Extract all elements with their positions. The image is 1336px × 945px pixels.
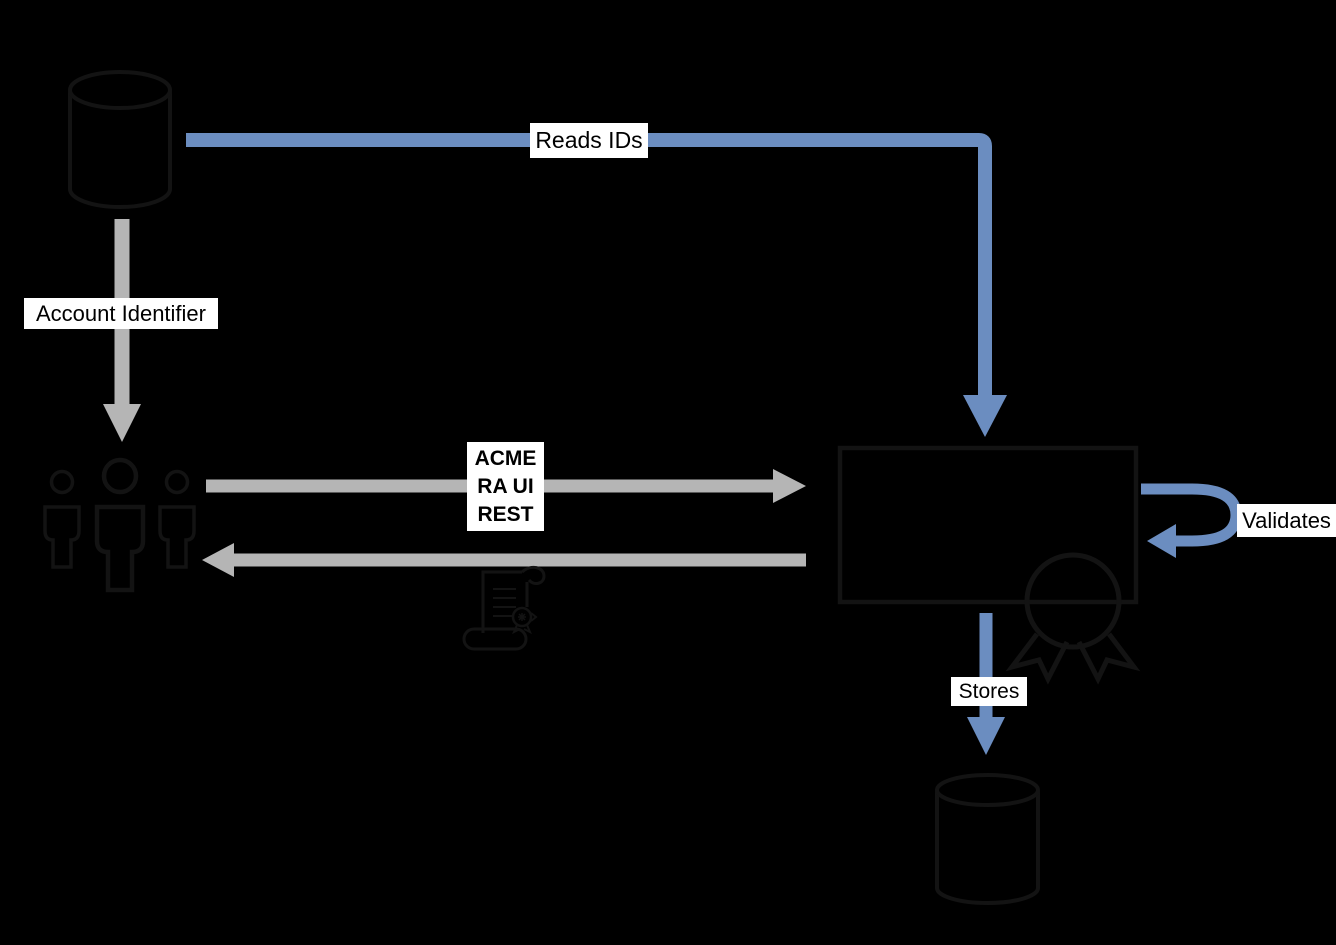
users-group-icon [43, 457, 196, 593]
result-database-cylinder-icon [935, 773, 1040, 905]
certificate-scroll-icon [462, 565, 546, 651]
request-protocol-line1: ACME [474, 446, 537, 470]
award-ribbon-icon [1005, 552, 1141, 685]
stores-text: Stores [958, 679, 1020, 703]
response-arrow [202, 543, 806, 577]
account-identifier-text: Account Identifier [36, 300, 206, 326]
request-protocol-line2: RA UI [477, 474, 534, 498]
reads-ids-label: Reads IDs [530, 123, 648, 158]
account-identifier-arrow [103, 219, 141, 442]
validates-label: Validates [1237, 504, 1336, 537]
source-database-cylinder-icon [68, 70, 172, 209]
validates-loop-arrow [1141, 483, 1242, 558]
account-identifier-label: Account Identifier [24, 298, 218, 329]
validates-text: Validates [1242, 507, 1331, 533]
request-protocol-line3: REST [477, 502, 534, 526]
process-box [837, 445, 1139, 605]
request-protocol-label: ACME RA UI REST [467, 442, 544, 531]
reads-ids-text: Reads IDs [535, 127, 643, 153]
stores-label: Stores [951, 677, 1027, 706]
reads-ids-arrow [186, 133, 1007, 437]
